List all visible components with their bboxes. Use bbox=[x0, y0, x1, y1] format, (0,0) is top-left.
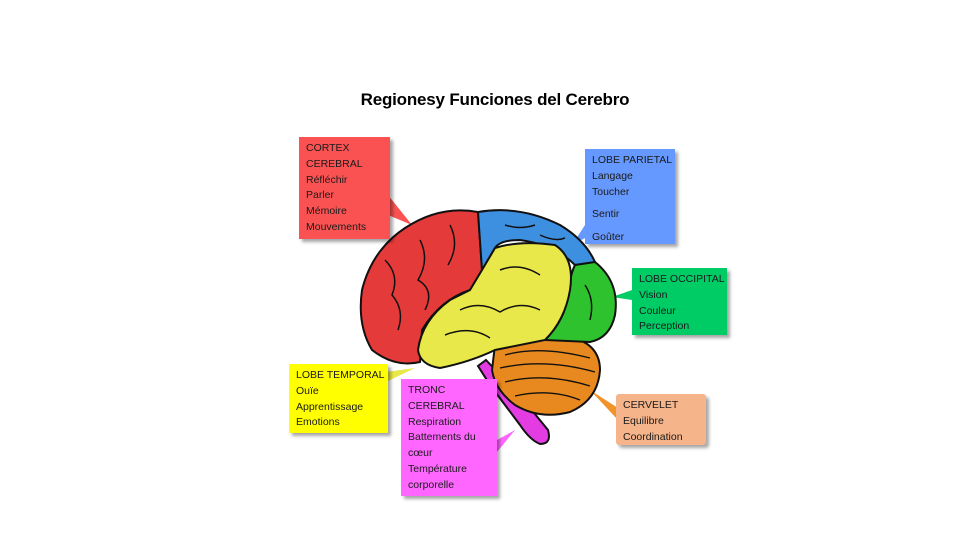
callout-lobe-temporal: LOBE TEMPORAL Ouïe Apprentissage Emotion… bbox=[289, 364, 388, 433]
callout-function: Respiration bbox=[408, 415, 462, 428]
callout-function: Température bbox=[408, 462, 467, 475]
temporal-pointer bbox=[386, 368, 415, 382]
callout-function: Couleur bbox=[639, 304, 676, 317]
callout-heading: CEREBRAL bbox=[408, 399, 465, 412]
callout-heading: LOBE PARIETAL bbox=[592, 154, 673, 166]
tronc-pointer bbox=[497, 430, 515, 452]
callout-function: Apprentissage bbox=[296, 400, 364, 413]
cortex-pointer bbox=[388, 195, 412, 225]
callout-lobe-occipital: LOBE OCCIPITAL Vision Couleur Perception bbox=[632, 268, 727, 335]
callout-function: Réfléchir bbox=[306, 173, 348, 186]
callout-heading: CERVELET bbox=[623, 399, 679, 411]
callout-function: corporelle bbox=[408, 478, 455, 491]
callout-function: Ouïe bbox=[296, 384, 319, 397]
callout-heading: LOBE OCCIPITAL bbox=[639, 273, 725, 285]
callout-function: Perception bbox=[639, 320, 690, 333]
callout-function: Mouvements bbox=[306, 220, 367, 233]
callout-function: Battements du bbox=[408, 431, 476, 444]
callout-tronc-cerebral: TRONC CEREBRAL Respiration Battements du… bbox=[401, 379, 497, 496]
diagram-title: Regionesy Funciones del Cerebro bbox=[360, 90, 630, 109]
callout-function: Vision bbox=[639, 288, 668, 301]
temporal-lobe-shape bbox=[416, 242, 572, 370]
occipital-pointer bbox=[612, 290, 632, 300]
callout-cervelet: CERVELET Equilibre Coordination bbox=[616, 394, 706, 445]
callout-heading: CORTEX bbox=[306, 142, 350, 154]
callout-lobe-parietal: LOBE PARIETAL Langage Toucher Sentir Goû… bbox=[585, 149, 675, 244]
callout-function: Langage bbox=[592, 169, 633, 182]
callout-function: Sentir bbox=[592, 208, 620, 221]
callout-function: cœur bbox=[408, 447, 433, 460]
callout-function: Mémoire bbox=[306, 205, 347, 218]
callout-function: Parler bbox=[306, 189, 335, 202]
callout-heading: LOBE TEMPORAL bbox=[296, 369, 385, 381]
callout-function: Toucher bbox=[592, 185, 630, 198]
callout-function: Coordination bbox=[623, 430, 683, 443]
callout-function: Goûter bbox=[592, 231, 625, 244]
cervelet-pointer bbox=[590, 390, 618, 420]
callout-heading: TRONC bbox=[408, 384, 446, 396]
callout-cortex-cerebral: CORTEX CEREBRAL Réfléchir Parler Mémoire… bbox=[299, 137, 390, 239]
gyri-lines bbox=[384, 224, 593, 339]
callout-function: Emotions bbox=[296, 416, 340, 429]
callout-heading: CEREBRAL bbox=[306, 157, 363, 170]
callout-function: Equilibre bbox=[623, 414, 664, 427]
cerebellum-folds bbox=[499, 349, 596, 401]
